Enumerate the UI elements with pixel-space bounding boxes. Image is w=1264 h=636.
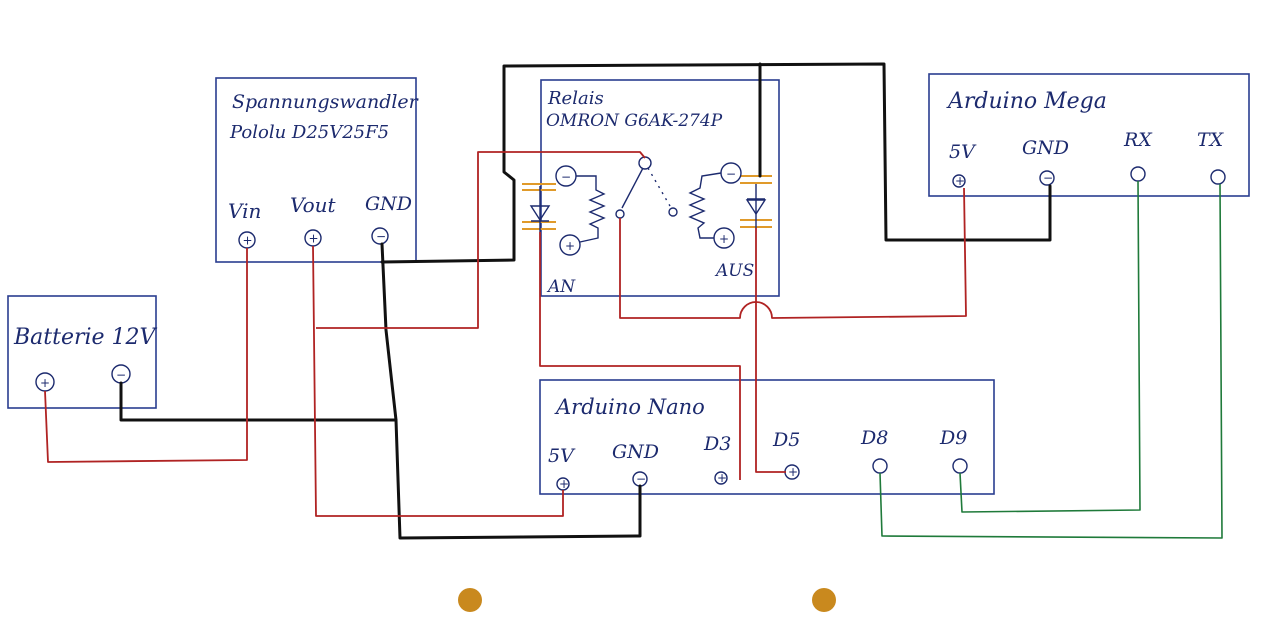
converter-gnd-sign: − — [376, 230, 386, 244]
relay-common-contact — [638, 156, 652, 170]
relay-off-minus-sign: − — [726, 167, 736, 181]
arduino-mega-box: Arduino Mega 5V GND RX TX + − — [928, 73, 1250, 197]
converter-title-line2: Pololu D25V25F5 — [229, 122, 389, 143]
wire-vout-to-relay — [316, 151, 646, 329]
battery-title: Batterie 12V — [13, 325, 158, 350]
battery-plus-sign: + — [40, 376, 50, 390]
battery-minus-sign: − — [116, 368, 126, 382]
relay-contact-left — [615, 209, 625, 219]
nano-pin-d8: D8 — [860, 427, 888, 449]
relay-box: Relais OMRON G6AK-274P − + AN — [522, 79, 780, 297]
wire-gnd-bus-vertical — [380, 242, 642, 540]
mega-pin-tx: TX — [1197, 129, 1225, 151]
relay-contact-right — [668, 207, 678, 217]
converter-vout-sign: + — [309, 232, 319, 246]
nano-d9-terminal — [952, 458, 968, 474]
mega-5v-terminal — [952, 174, 966, 188]
mega-pin-gnd: GND — [1022, 137, 1069, 159]
converter-vin-sign: + — [243, 234, 253, 248]
wire-relay-off-to-d5 — [755, 228, 786, 473]
relay-coil-on-label: AN — [546, 277, 576, 297]
relay-on-plus-terminal — [559, 234, 581, 256]
wire-gnd-to-relay — [380, 62, 1052, 264]
arduino-nano-box: Arduino Nano 5V GND D3 D5 D8 D9 + − + + — [539, 379, 995, 495]
relay-coil-off: − + AUS — [688, 162, 772, 281]
converter-box: Spannungswandler Pololu D25V25F5 Vin Vou… — [215, 77, 420, 263]
relay-on-plus-sign: + — [565, 239, 575, 253]
relay-on-minus-sign: − — [561, 170, 571, 184]
nano-pin-d5: D5 — [772, 429, 800, 451]
power-wires — [44, 151, 967, 517]
mega-gnd-terminal — [1039, 170, 1055, 186]
converter-gnd-terminal — [371, 227, 389, 245]
nano-title: Arduino Nano — [554, 395, 705, 419]
mega-gnd-sign: − — [1043, 171, 1053, 185]
nano-d5-sign: + — [788, 465, 798, 479]
wire-d8-to-tx — [879, 183, 1223, 539]
mega-5v-sign: + — [955, 174, 965, 188]
relay-off-plus-sign: + — [719, 232, 729, 246]
nano-pin-d3: D3 — [703, 433, 731, 455]
nano-pin-5v: 5V — [548, 445, 576, 467]
wire-relay-on-to-d3 — [539, 232, 741, 480]
nano-d3-sign: + — [717, 471, 727, 485]
nano-5v-sign: + — [559, 477, 569, 491]
mega-title: Arduino Mega — [946, 89, 1107, 114]
converter-pin-gnd: GND — [365, 193, 412, 215]
converter-pin-vin: Vin — [228, 199, 261, 223]
signal-wires — [879, 180, 1223, 539]
nano-pin-d9: D9 — [939, 427, 967, 449]
nano-gnd-sign: − — [636, 472, 646, 486]
converter-title-line1: Spannungswandler — [232, 91, 420, 113]
mega-rx-terminal — [1130, 166, 1146, 182]
mega-pin-5v: 5V — [949, 141, 977, 163]
wire-battery-plus-to-vin — [44, 248, 248, 463]
marker-dot-right — [812, 588, 836, 612]
relay-switch — [615, 156, 678, 219]
battery-box: Batterie 12V + − — [7, 295, 158, 409]
mega-pin-rx: RX — [1123, 129, 1153, 151]
ground-wires — [119, 62, 1052, 540]
wire-d9-to-rx — [959, 180, 1141, 513]
nano-pin-gnd: GND — [612, 441, 659, 463]
relay-coil-off-label: AUS — [714, 261, 754, 281]
nano-d3-terminal — [714, 471, 728, 485]
relay-title-line1: Relais — [547, 88, 604, 109]
nano-d8-terminal — [872, 458, 888, 474]
relay-title-line2: OMRON G6AK-274P — [546, 111, 723, 131]
wire-switch-to-mega-5v — [619, 187, 967, 319]
wire-battery-minus-to-gnd — [119, 381, 398, 422]
relay-coil-on: − + AN — [522, 165, 606, 297]
mega-tx-terminal — [1210, 169, 1226, 185]
wire-vout-to-nano-5v — [312, 245, 564, 517]
marker-dot-left — [458, 588, 482, 612]
converter-pin-vout: Vout — [290, 193, 337, 217]
